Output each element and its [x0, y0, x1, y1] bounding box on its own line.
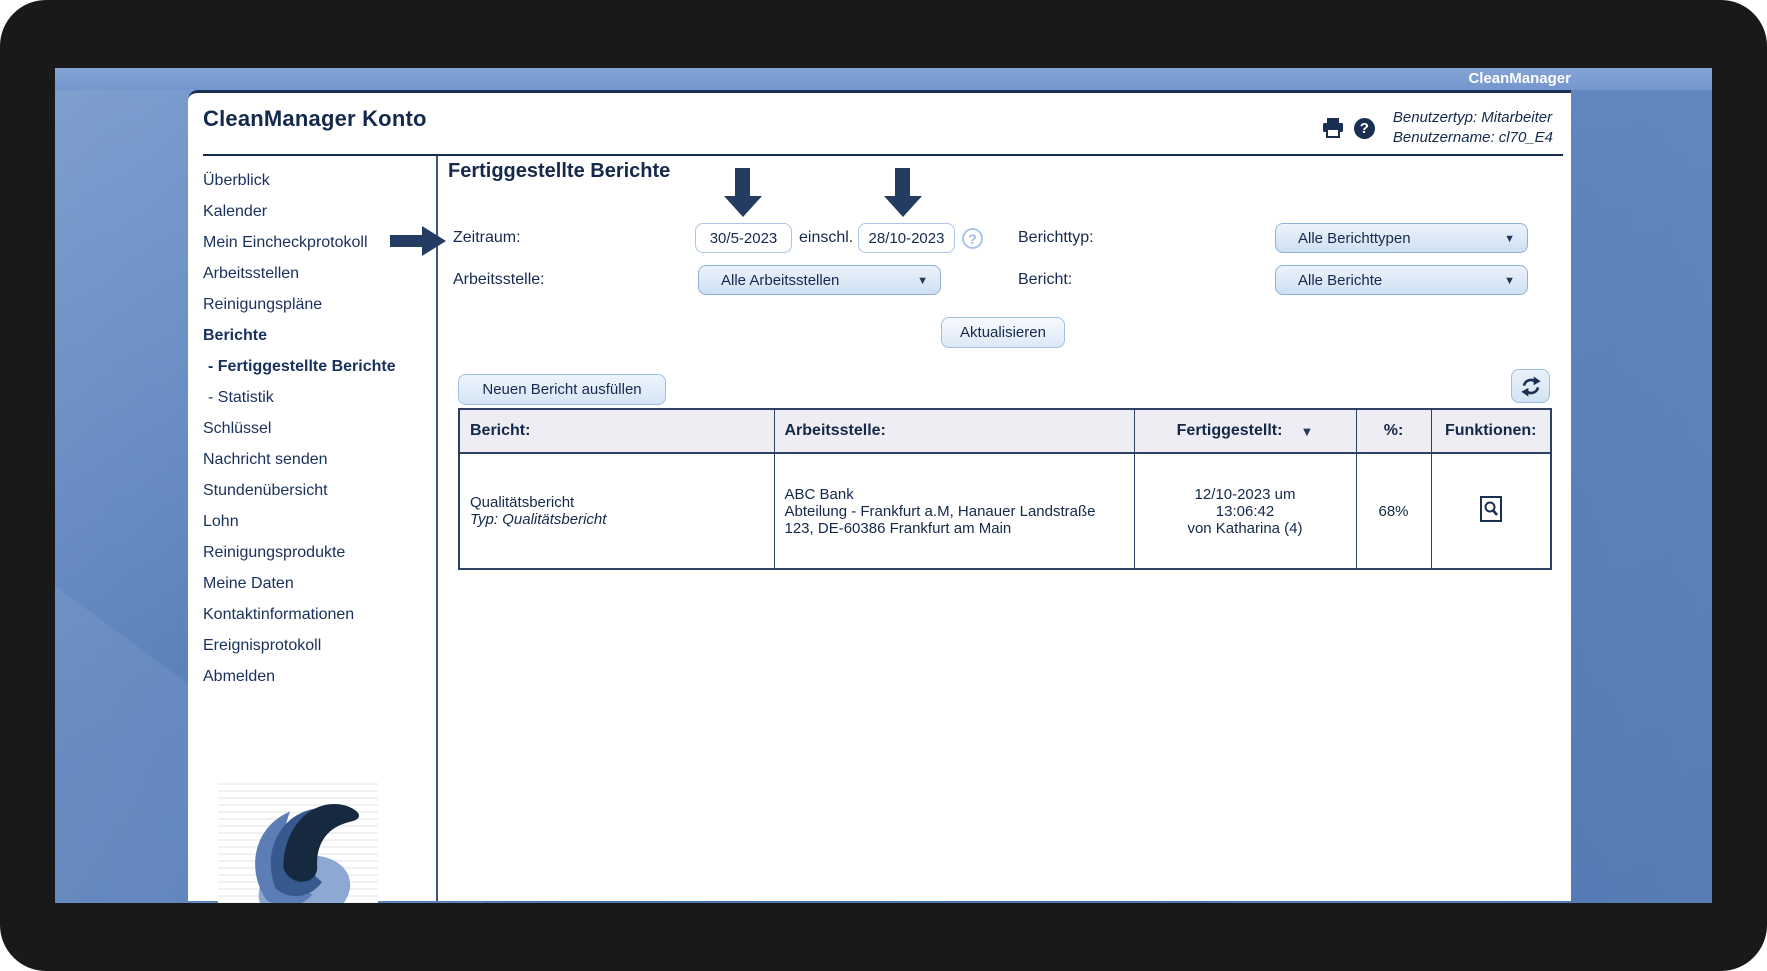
fertiggestellt-date: 12/10-2023 um — [1194, 485, 1296, 503]
berichttyp-value: Alle Berichttypen — [1298, 229, 1411, 247]
col-header-arbeitsstelle: Arbeitsstelle: — [773, 408, 1135, 454]
refresh-button[interactable] — [1511, 369, 1550, 403]
annotation-arrow-right — [390, 226, 446, 256]
date-from-input[interactable] — [695, 223, 792, 253]
main-content: Fertiggestellte Berichte Zeitraum: einsc… — [438, 156, 1571, 901]
usertype-text: Benutzertyp: Mitarbeiter — [1392, 109, 1553, 126]
col-header-percent: %: — [1355, 408, 1432, 454]
fertiggestellt-author: von Katharina (4) — [1187, 519, 1303, 537]
berichttyp-dropdown[interactable]: Alle Berichttypen ▼ — [1275, 223, 1528, 253]
cell-fertiggestellt: 12/10-2023 um 13:06:42 von Katharina (4) — [1133, 452, 1357, 570]
col-header-bericht: Bericht: — [458, 408, 775, 454]
bericht-label: Bericht: — [1018, 271, 1073, 288]
sidebar-item-schluessel[interactable]: Schlüssel — [203, 420, 272, 437]
bericht-value: Alle Berichte — [1298, 271, 1383, 289]
date-help-icon[interactable]: ? — [962, 228, 983, 249]
sidebar-item-reinigungsprodukte[interactable]: Reinigungsprodukte — [203, 544, 346, 561]
chevron-down-icon: ▼ — [1504, 275, 1515, 287]
cell-bericht: Qualitätsbericht Typ: Qualitätsbericht — [458, 452, 775, 570]
table-header-row: Bericht: Arbeitsstelle: Fertiggestellt: … — [458, 408, 1552, 454]
annotation-arrow-down-date-to — [884, 168, 922, 217]
sidebar-item-ueberblick[interactable]: Überblick — [203, 172, 270, 189]
bericht-name: Qualitätsbericht — [470, 494, 575, 511]
sidebar-item-reinigungsplaene[interactable]: Reinigungspläne — [203, 296, 323, 313]
header-divider — [203, 154, 1563, 156]
browser-titlebar: CleanManager — [55, 68, 1712, 90]
sidebar-item-arbeitsstellen[interactable]: Arbeitsstellen — [203, 265, 300, 282]
refresh-icon — [1520, 375, 1541, 397]
sidebar-item-meine-daten[interactable]: Meine Daten — [203, 575, 294, 592]
sidebar-item-statistik[interactable]: - Statistik — [208, 389, 274, 406]
cell-percent: 68% — [1355, 452, 1432, 570]
sidebar-item-stundenuebersicht[interactable]: Stundenübersicht — [203, 482, 328, 499]
arbeitsstelle-value: Alle Arbeitsstellen — [721, 271, 840, 289]
app-window: CleanManager Konto ? Benutz — [188, 90, 1571, 903]
sidebar-item-kalender[interactable]: Kalender — [203, 203, 268, 220]
fertiggestellt-time: 13:06:42 — [1215, 502, 1275, 520]
reports-table: Bericht: Arbeitsstelle: Fertiggestellt: … — [458, 408, 1552, 570]
brand-text: CleanManager — [1468, 70, 1571, 87]
zeitraum-label: Zeitraum: — [453, 229, 521, 246]
arbeitsstelle-label: Arbeitsstelle: — [453, 271, 545, 288]
page-title: CleanManager Konto — [203, 106, 427, 131]
sidebar-item-kontaktinformationen[interactable]: Kontaktinformationen — [203, 606, 355, 623]
sidebar-item-ereignisprotokoll[interactable]: Ereignisprotokoll — [203, 637, 322, 654]
arbeitsstelle-address: Abteilung - Frankfurt a.M, Hanauer Lands… — [784, 502, 1096, 537]
table-row: Qualitätsbericht Typ: Qualitätsbericht A… — [458, 452, 1552, 570]
col-header-fertiggestellt[interactable]: Fertiggestellt: ▼ — [1133, 408, 1357, 454]
cell-arbeitsstelle: ABC Bank Abteilung - Frankfurt a.M, Hana… — [773, 452, 1135, 570]
cell-funktionen — [1430, 452, 1552, 570]
arbeitsstelle-dropdown[interactable]: Alle Arbeitsstellen ▼ — [698, 265, 941, 295]
arbeitsstelle-name: ABC Bank — [784, 485, 854, 503]
bericht-dropdown[interactable]: Alle Berichte ▼ — [1275, 265, 1528, 295]
annotation-arrow-down-date-from — [724, 168, 762, 217]
sidebar-item-abmelden[interactable]: Abmelden — [203, 668, 276, 685]
bericht-typ: Typ: Qualitätsbericht — [470, 511, 607, 528]
fertiggestellt-label: Fertiggestellt: — [1176, 422, 1283, 439]
chevron-down-icon: ▼ — [1504, 233, 1515, 245]
sidebar-item-berichte[interactable]: Berichte — [203, 327, 268, 344]
username-text: Benutzername: cl70_E4 — [1392, 129, 1553, 146]
help-icon[interactable]: ? — [1353, 117, 1375, 139]
berichttyp-label: Berichttyp: — [1018, 229, 1094, 246]
chevron-down-icon: ▼ — [917, 275, 928, 287]
printer-icon[interactable] — [1321, 117, 1345, 139]
einschl-label: einschl. — [799, 229, 854, 246]
cleanmanager-logo — [218, 778, 378, 903]
app-header: CleanManager Konto ? Benutz — [188, 93, 1571, 152]
sort-desc-icon[interactable]: ▼ — [1300, 423, 1314, 439]
col-header-funktionen: Funktionen: — [1430, 408, 1552, 454]
sidebar-item-nachricht-senden[interactable]: Nachricht senden — [203, 451, 328, 468]
sidebar-item-fertiggestellte-berichte[interactable]: - Fertiggestellte Berichte — [208, 358, 396, 375]
view-report-icon[interactable] — [1479, 496, 1502, 526]
neuen-bericht-button[interactable]: Neuen Bericht ausfüllen — [458, 374, 666, 405]
aktualisieren-button[interactable]: Aktualisieren — [941, 317, 1065, 348]
date-to-input[interactable] — [858, 223, 955, 253]
sidebar-nav: Überblick Kalender Mein Eincheckprotokol… — [188, 156, 438, 903]
sidebar-item-mein-eincheckprotokoll[interactable]: Mein Eincheckprotokoll — [203, 234, 368, 251]
sidebar-item-lohn[interactable]: Lohn — [203, 513, 239, 530]
main-heading: Fertiggestellte Berichte — [448, 160, 671, 182]
